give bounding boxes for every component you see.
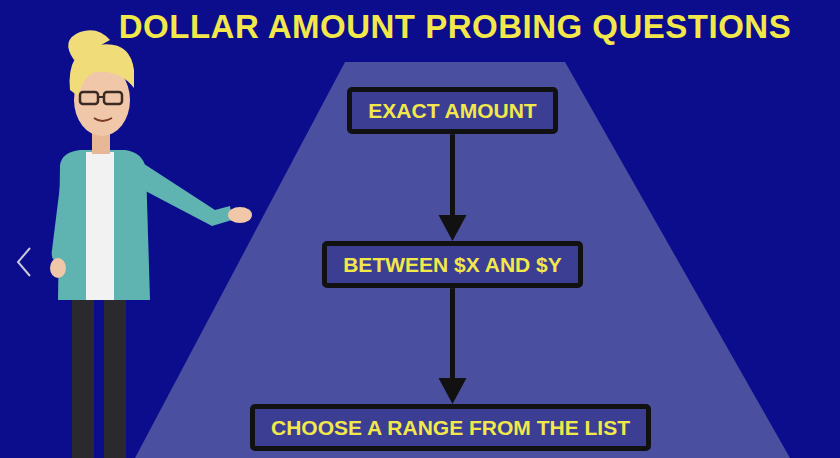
flow-arrow: [439, 134, 467, 241]
flow-arrow: [439, 288, 467, 404]
process-box: BETWEEN $X AND $Y: [322, 241, 583, 288]
box-label: EXACT AMOUNT: [366, 98, 539, 123]
process-box: EXACT AMOUNT: [347, 87, 558, 134]
nav-chevron: [18, 248, 30, 276]
box-label: BETWEEN $X AND $Y: [341, 252, 564, 277]
spotlight: [135, 62, 790, 458]
process-box: CHOOSE A RANGE FROM THE LIST: [250, 404, 651, 451]
box-label: CHOOSE A RANGE FROM THE LIST: [269, 415, 632, 440]
presenter: [50, 30, 252, 458]
diagram-title: DOLLAR AMOUNT PROBING QUESTIONS: [85, 8, 825, 46]
